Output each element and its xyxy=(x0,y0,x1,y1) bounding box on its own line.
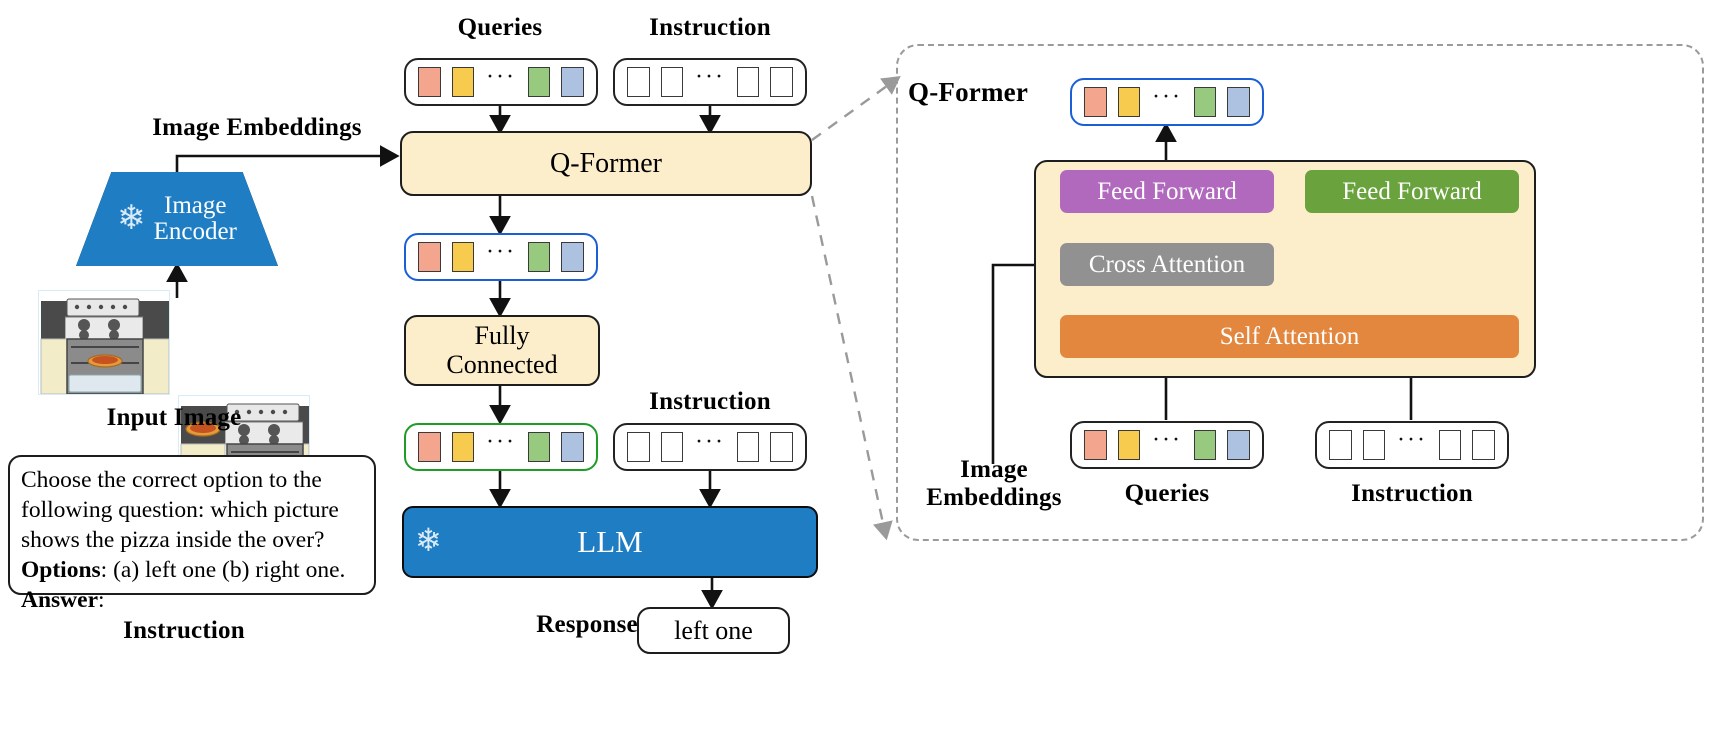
prompt-line-3: shows the pizza inside the over? xyxy=(21,526,325,553)
instruction-token-1 xyxy=(627,432,650,462)
instruction-token-2 xyxy=(660,67,683,97)
instruction-token-4 xyxy=(770,67,793,97)
llm-input-token-strip[interactable]: ··· xyxy=(404,423,598,471)
prompt-answer-text: : xyxy=(98,586,105,613)
instruction-label-left: Instruction xyxy=(123,617,245,644)
fully-connected-label-line1: Fully xyxy=(474,321,530,351)
ellipsis: ··· xyxy=(695,63,725,90)
query-token-4 xyxy=(1227,87,1250,117)
response-value: left one xyxy=(674,615,753,645)
instruction-token-strip-top[interactable]: ··· xyxy=(613,58,807,106)
queries-token-strip-top[interactable]: ··· xyxy=(404,58,598,106)
instruction-token-2 xyxy=(660,432,683,462)
query-token-4 xyxy=(561,432,584,462)
qformer-detail-output-token-strip[interactable]: ··· xyxy=(1070,78,1264,126)
prompt-options-text: : (a) left one (b) right one. xyxy=(100,556,346,583)
image-embeddings-line2: Embeddings xyxy=(926,484,1062,511)
qformer-detail-panel xyxy=(896,44,1704,541)
prompt-answer-line: Answer: xyxy=(21,586,363,616)
qformer-detail-instruction-label: Instruction xyxy=(1351,480,1473,507)
query-token-2 xyxy=(451,242,474,272)
query-token-3 xyxy=(527,432,551,462)
llm-block[interactable]: LLM xyxy=(402,506,818,578)
input-image-left[interactable] xyxy=(38,290,170,395)
instruction-token-4 xyxy=(770,432,793,462)
instruction-token-1 xyxy=(627,67,650,97)
input-image-label: Input Image xyxy=(106,404,242,431)
llm-label: LLM xyxy=(577,524,643,559)
instruction-token-2 xyxy=(1362,430,1385,460)
query-token-4 xyxy=(561,67,584,97)
instruction-token-1 xyxy=(1329,430,1352,460)
instruction-prompt-box[interactable]: Choose the correct option to the followi… xyxy=(8,455,376,613)
snowflake-icon: ❄ xyxy=(117,200,146,237)
response-value-box[interactable]: left one xyxy=(637,607,790,654)
qformer-detail-queries-label: Queries xyxy=(1124,480,1210,507)
cross-attention-block[interactable]: Cross Attention xyxy=(1060,243,1274,286)
ellipsis: ··· xyxy=(486,428,516,455)
self-attention-label: Self Attention xyxy=(1219,322,1360,350)
instruction-label-bottom: Instruction xyxy=(649,388,771,415)
qformer-detail-instruction-strip[interactable]: ··· xyxy=(1315,421,1509,469)
prompt-line-2: following question: which picture xyxy=(21,496,339,523)
qformer-output-token-strip[interactable]: ··· xyxy=(404,233,598,281)
prompt-line-1: Choose the correct option to the xyxy=(21,467,322,493)
instruction-token-strip-bottom[interactable]: ··· xyxy=(613,423,807,471)
response-label: Response xyxy=(536,611,638,638)
cross-attention-label: Cross Attention xyxy=(1088,250,1246,278)
feed-forward-left-block[interactable]: Feed Forward xyxy=(1060,170,1274,213)
feed-forward-right-block[interactable]: Feed Forward xyxy=(1305,170,1519,213)
prompt-answer-label: Answer xyxy=(21,586,99,613)
ellipsis: ··· xyxy=(1152,83,1182,110)
image-embeddings-line1: Image xyxy=(960,456,1028,483)
query-token-1 xyxy=(418,242,441,272)
query-token-1 xyxy=(1084,87,1107,117)
instruction-token-3 xyxy=(736,67,760,97)
qformer-detail-title: Q-Former xyxy=(908,77,1029,107)
queries-label-top: Queries xyxy=(457,14,543,41)
feed-forward-right-label: Feed Forward xyxy=(1342,177,1482,205)
ellipsis: ··· xyxy=(486,238,516,265)
feed-forward-left-label: Feed Forward xyxy=(1097,177,1237,205)
ellipsis: ··· xyxy=(1152,426,1182,453)
fully-connected-label-line2: Connected xyxy=(446,349,558,379)
query-token-2 xyxy=(451,432,474,462)
query-token-4 xyxy=(561,242,584,272)
qformer-detail-queries-strip[interactable]: ··· xyxy=(1070,421,1264,469)
snowflake-icon-llm: ❄ xyxy=(415,522,442,558)
query-token-1 xyxy=(418,432,441,462)
qformer-detail-image-embeddings-label: Image Embeddings xyxy=(905,456,1083,512)
image-encoder-label-line2: Encoder xyxy=(153,218,237,245)
qformer-label: Q-Former xyxy=(550,147,662,179)
ellipsis: ··· xyxy=(695,428,725,455)
query-token-2 xyxy=(1117,430,1140,460)
query-token-2 xyxy=(451,67,474,97)
instruction-label-top: Instruction xyxy=(649,14,771,41)
query-token-2 xyxy=(1117,87,1140,117)
query-token-3 xyxy=(527,67,551,97)
prompt-options-label: Options xyxy=(21,556,101,583)
query-token-3 xyxy=(1193,87,1217,117)
image-encoder-block[interactable]: ❄ Image Encoder xyxy=(76,172,278,266)
query-token-4 xyxy=(1227,430,1250,460)
query-token-1 xyxy=(418,67,441,97)
prompt-options-line: Options: (a) left one (b) right one. xyxy=(21,556,363,586)
instruction-token-3 xyxy=(1438,430,1462,460)
fully-connected-block[interactable]: Fully Connected xyxy=(404,315,600,386)
instruction-token-4 xyxy=(1472,430,1495,460)
query-token-3 xyxy=(527,242,551,272)
query-token-3 xyxy=(1193,430,1217,460)
image-embeddings-label: Image Embeddings xyxy=(152,114,362,141)
image-encoder-label-line1: Image xyxy=(164,191,227,219)
instruction-token-3 xyxy=(736,432,760,462)
qformer-block[interactable]: Q-Former xyxy=(400,131,812,196)
ellipsis: ··· xyxy=(1397,426,1427,453)
self-attention-block[interactable]: Self Attention xyxy=(1060,315,1519,358)
query-token-1 xyxy=(1084,430,1107,460)
ellipsis: ··· xyxy=(486,63,516,90)
